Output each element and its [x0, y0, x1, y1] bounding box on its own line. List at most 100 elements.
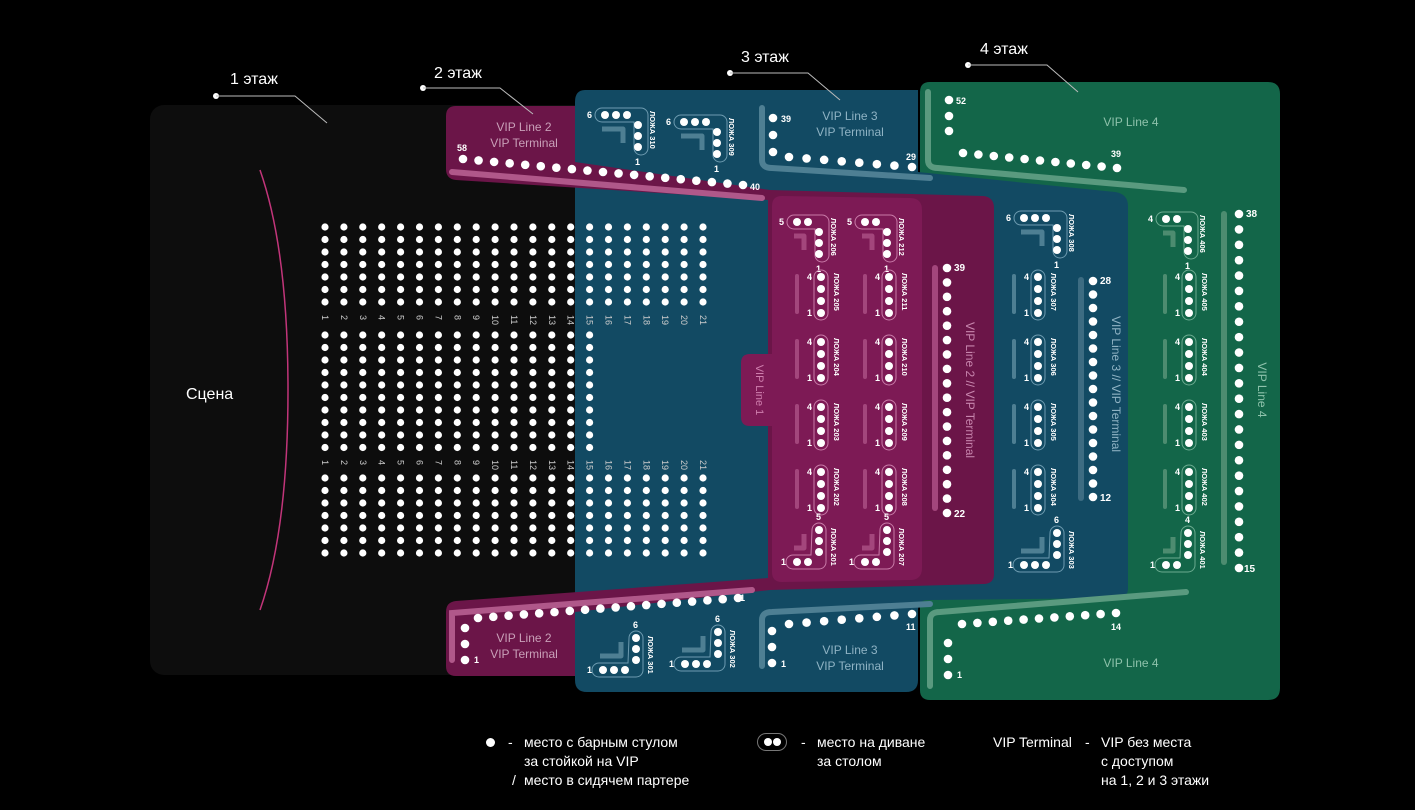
seat[interactable]: [567, 406, 575, 414]
seat[interactable]: [510, 536, 518, 545]
seat[interactable]: [378, 356, 386, 364]
seat[interactable]: [510, 356, 518, 364]
seat[interactable]: [1185, 309, 1193, 317]
seat[interactable]: [610, 666, 618, 674]
seat[interactable]: [680, 260, 688, 269]
seat[interactable]: [586, 356, 594, 364]
seat[interactable]: [883, 548, 891, 556]
seat[interactable]: [321, 343, 329, 352]
seat[interactable]: [359, 235, 367, 244]
seat[interactable]: [434, 511, 442, 520]
seat[interactable]: [1004, 153, 1014, 162]
seat[interactable]: [942, 407, 952, 417]
seat[interactable]: [586, 273, 594, 281]
seat[interactable]: [586, 524, 594, 532]
seat[interactable]: [378, 235, 386, 244]
seat[interactable]: [1019, 615, 1028, 624]
seat[interactable]: [713, 139, 721, 147]
seat[interactable]: [642, 273, 650, 281]
seat[interactable]: [942, 335, 952, 345]
seat[interactable]: [1184, 540, 1192, 548]
seat[interactable]: [680, 486, 688, 495]
seat[interactable]: [340, 248, 348, 256]
seat[interactable]: [548, 443, 556, 452]
seat[interactable]: [453, 406, 461, 414]
seat[interactable]: [491, 285, 499, 294]
seat[interactable]: [474, 156, 483, 165]
seat[interactable]: [321, 331, 329, 339]
seat[interactable]: [804, 558, 812, 566]
seat[interactable]: [680, 248, 688, 256]
seat[interactable]: [703, 596, 712, 605]
seat[interactable]: [681, 660, 689, 668]
seat[interactable]: [415, 536, 424, 545]
seat[interactable]: [1034, 362, 1042, 370]
seat[interactable]: [661, 285, 669, 294]
seat[interactable]: [586, 549, 594, 557]
seat[interactable]: [567, 164, 577, 174]
seat[interactable]: [321, 298, 329, 306]
seat[interactable]: [661, 511, 669, 520]
seat[interactable]: [699, 511, 707, 520]
seat[interactable]: [942, 292, 952, 302]
seat[interactable]: [621, 666, 629, 674]
seat[interactable]: [817, 285, 825, 293]
seat[interactable]: [885, 374, 893, 382]
seat[interactable]: [434, 549, 442, 557]
seat[interactable]: [1034, 427, 1042, 435]
seat[interactable]: [453, 223, 461, 231]
seat[interactable]: [472, 393, 480, 402]
seat[interactable]: [885, 285, 893, 293]
seat[interactable]: [359, 536, 367, 545]
seat[interactable]: [1053, 551, 1061, 559]
seat[interactable]: [510, 474, 518, 482]
seat[interactable]: [434, 356, 442, 364]
seat[interactable]: [611, 603, 620, 612]
seat[interactable]: [397, 235, 405, 244]
seat[interactable]: [529, 273, 537, 281]
seat[interactable]: [586, 285, 594, 294]
seat[interactable]: [567, 499, 575, 507]
seat[interactable]: [623, 549, 632, 557]
seat[interactable]: [434, 343, 442, 352]
seat[interactable]: [453, 235, 461, 244]
seat[interactable]: [642, 486, 650, 495]
seat[interactable]: [885, 504, 893, 512]
seat[interactable]: [567, 443, 575, 452]
seat[interactable]: [1234, 517, 1244, 527]
seat[interactable]: [415, 499, 424, 507]
seat[interactable]: [885, 427, 893, 435]
seat[interactable]: [680, 298, 688, 306]
seat[interactable]: [1185, 374, 1193, 382]
seat[interactable]: [340, 331, 348, 339]
seat[interactable]: [321, 443, 329, 452]
seat[interactable]: [453, 285, 461, 294]
seat[interactable]: [397, 431, 405, 439]
seat[interactable]: [623, 499, 632, 507]
seat[interactable]: [1088, 357, 1098, 367]
seat[interactable]: [321, 393, 329, 402]
seat[interactable]: [661, 536, 669, 545]
seat[interactable]: [634, 132, 642, 140]
seat[interactable]: [1034, 309, 1042, 317]
seat[interactable]: [583, 166, 592, 175]
seat[interactable]: [699, 248, 707, 256]
seat[interactable]: [672, 598, 682, 608]
seat[interactable]: [453, 536, 461, 545]
seat[interactable]: [397, 536, 405, 545]
seat[interactable]: [359, 443, 367, 452]
seat[interactable]: [548, 381, 556, 389]
seat[interactable]: [359, 331, 367, 339]
seat[interactable]: [491, 431, 499, 439]
seat[interactable]: [837, 615, 847, 625]
seat[interactable]: [567, 418, 575, 427]
seat[interactable]: [661, 486, 669, 495]
seat[interactable]: [634, 121, 642, 129]
seat[interactable]: [1034, 374, 1042, 382]
seat[interactable]: [472, 406, 480, 414]
seat[interactable]: [472, 331, 480, 339]
seat[interactable]: [1096, 609, 1105, 619]
seat[interactable]: [1234, 455, 1244, 465]
seat[interactable]: [472, 260, 480, 269]
seat[interactable]: [699, 524, 707, 532]
